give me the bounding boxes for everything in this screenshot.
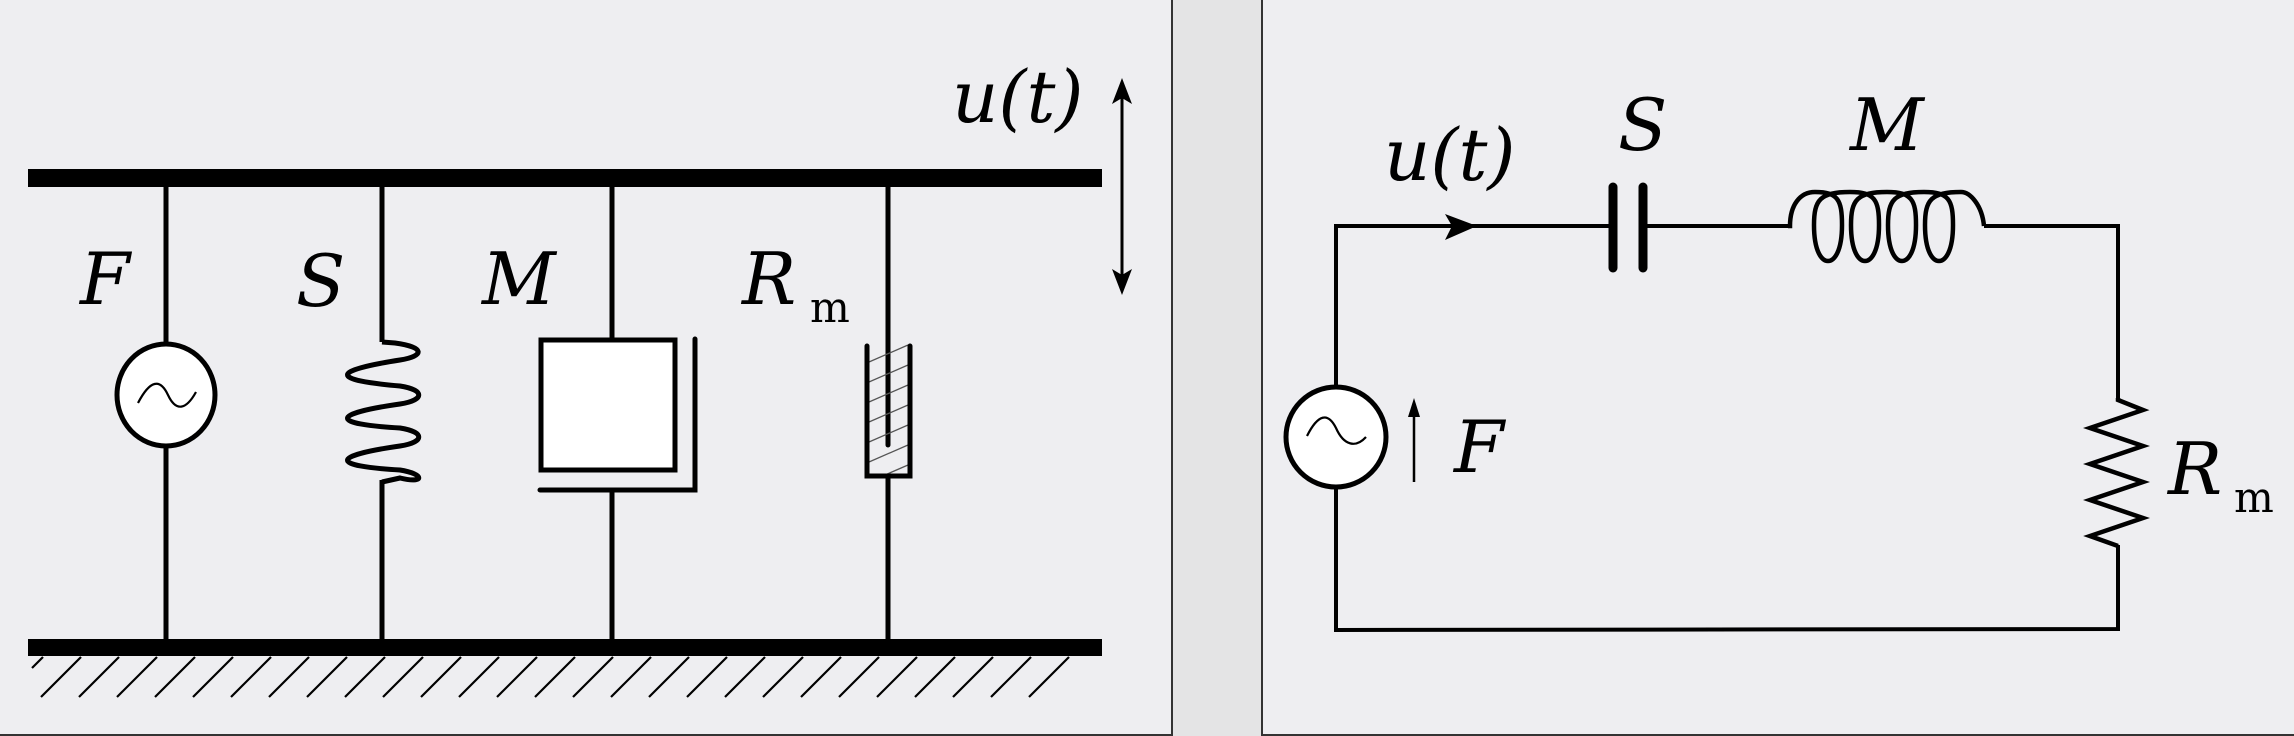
hatch-line [686,656,728,698]
electrical-analog-circuit: F S M R m u(t) [1283,83,2274,633]
spring-branch: S [296,187,422,639]
circuit-wire-left [1334,224,1613,387]
hatch-line [31,656,44,669]
hatch-line [838,656,880,698]
label-resistance: R [2166,427,2222,511]
hatch-line [724,656,766,698]
hatch-line [496,656,538,698]
arrow-down-icon [1112,269,1132,295]
hatch-line [192,656,234,698]
hatch-line [648,656,690,698]
hatch-line [876,656,918,698]
label-resistance: R [740,237,796,321]
sine-wave-icon [1306,416,1367,445]
current-arrow-icon [1445,214,1477,240]
hatch-line [230,656,272,698]
ac-source-icon [114,341,218,449]
hatch-line [116,656,158,698]
velocity-indicator: u(t) [952,55,1132,295]
hatch-line [762,656,804,698]
hatch-line [40,656,82,698]
electrical-analog-panel [1261,0,2294,736]
force-source-branch: F [78,187,218,639]
mass-branch: M [480,187,698,639]
label-force: F [1452,405,1507,489]
arrow-up-icon [1112,78,1132,104]
label-velocity: u(t) [952,55,1083,139]
ground-hatching [31,656,1070,698]
circuit-wire-right [1984,224,2120,400]
label-stiffness: S [1618,83,1667,167]
ac-source-icon [1283,384,1389,490]
label-velocity: u(t) [1384,113,1515,197]
hatch-line [420,656,462,698]
hatch-line [268,656,310,698]
label-stiffness: S [296,239,345,323]
resistor-icon [2083,397,2150,549]
hatch-line [1028,656,1070,698]
moving-plate [28,169,1102,187]
mass-block [538,337,678,473]
hatch-line [78,656,120,698]
inductor-icon [1787,189,1987,264]
mass-guide [537,336,698,493]
hatch-line [344,656,386,698]
spring-icon [345,339,422,485]
hatch-line [534,656,576,698]
hatch-line [952,656,994,698]
label-force: F [78,237,133,321]
label-resistance-subscript: m [810,283,850,332]
ground-plate [28,639,1102,656]
mechanical-system: F S M [28,55,1132,698]
hatch-line [800,656,842,698]
label-resistance-subscript: m [2234,473,2274,522]
hatch-line [382,656,424,698]
hatch-line [154,656,196,698]
label-mass: M [1848,83,1926,167]
hatch-line [914,656,956,698]
capacitor-icon [1608,182,1648,273]
damper-branch: R m [740,184,913,639]
damper-fluid-hatching [868,344,909,476]
sine-wave-icon [137,382,197,408]
label-mass: M [480,237,558,321]
hatch-line [572,656,614,698]
circuit-wire-bottom [1334,487,2120,633]
hatch-line [610,656,652,698]
force-arrow-icon [1408,398,1420,417]
hatch-line [990,656,1032,698]
hatch-line [458,656,500,698]
hatch-line [306,656,348,698]
